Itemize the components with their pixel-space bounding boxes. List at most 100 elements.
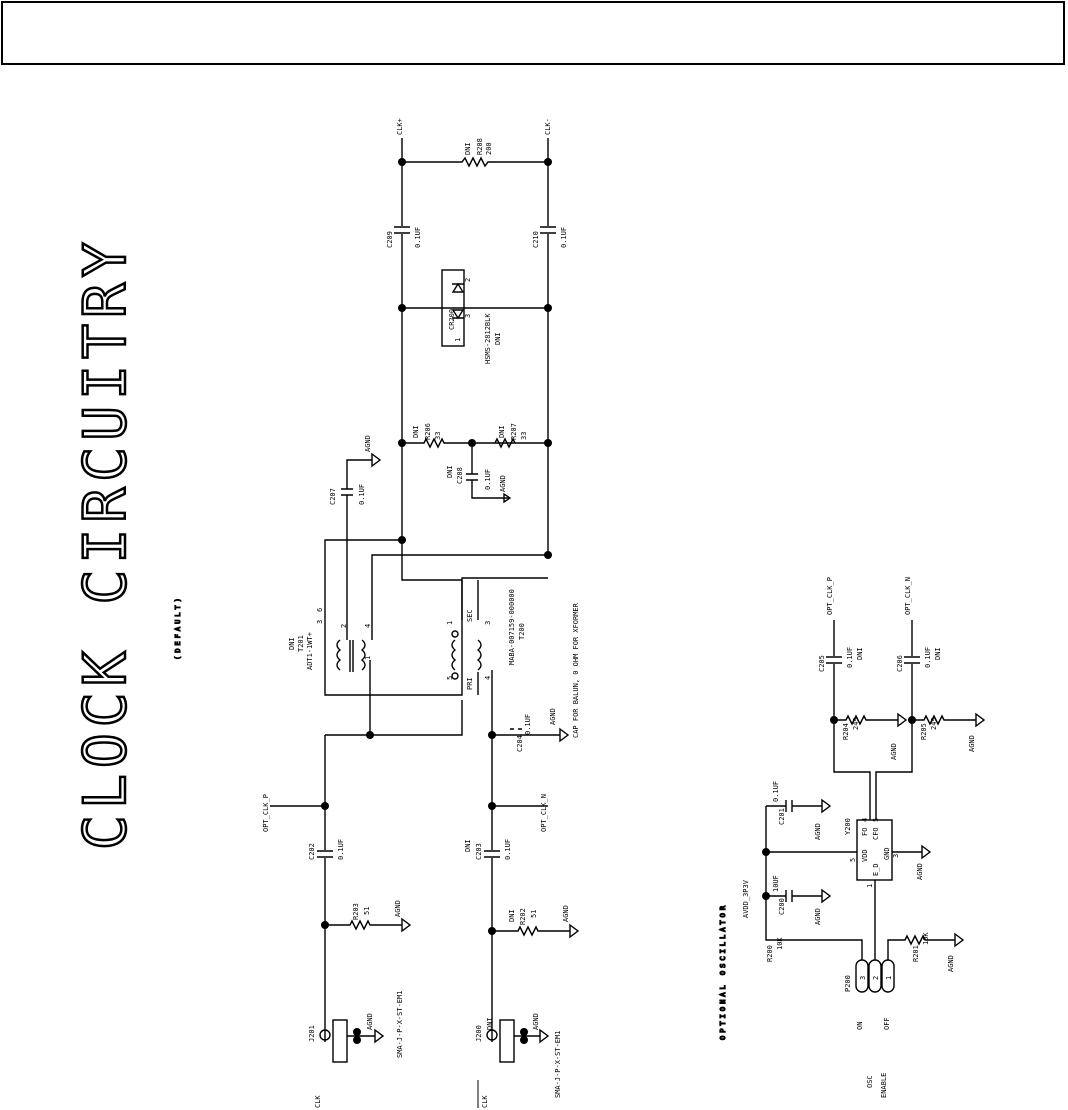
y200-pin-fo: FO — [861, 828, 869, 836]
t201-pin2: 2 — [340, 624, 348, 628]
c208-note: DNI — [446, 465, 454, 478]
junction — [544, 304, 552, 312]
connector-label-clk-bar: CLK — [481, 1095, 489, 1108]
junction — [366, 731, 374, 739]
capacitor-c209 — [394, 226, 410, 234]
j201-ref: J201 — [308, 1025, 316, 1042]
y200-pinnum-3: 3 — [892, 854, 900, 858]
t201-pin4: 4 — [364, 624, 372, 628]
cr200-ref: CR200 — [448, 309, 456, 330]
j200-note: DNI — [486, 1017, 494, 1030]
wire-pin4-link — [325, 700, 463, 736]
y200-pinnum-4: 4 — [861, 818, 869, 822]
agnd-symbol — [821, 798, 832, 814]
capacitor-c208 — [466, 443, 510, 499]
connector-label-clk: CLK — [314, 1095, 322, 1108]
j201-part: SMA-J-P-X-ST-EM1 — [396, 991, 404, 1058]
wire-t201-outer — [324, 539, 548, 696]
r203-value: 51 — [363, 907, 371, 915]
r206-ref: R206 — [424, 423, 432, 440]
junction — [544, 551, 552, 559]
c204-ref: C204 — [516, 735, 524, 752]
t200-pin4: 4 — [484, 676, 492, 680]
connector-j200 — [486, 1019, 550, 1063]
capacitor-c203 — [484, 850, 500, 858]
t200-ref: T200 — [518, 623, 526, 640]
t200-pin1: 1 — [446, 621, 454, 625]
t201-pin6: 6 — [316, 608, 324, 612]
junction — [544, 158, 552, 166]
t200-part: MABA-007159-000000 — [508, 589, 516, 665]
c208-value: 0.1UF — [484, 469, 492, 490]
wire-osc-p — [833, 620, 871, 820]
wire-t200 — [461, 580, 493, 695]
r208-value: 200 — [485, 142, 493, 155]
agnd-symbol — [897, 712, 908, 728]
r202-note: DNI — [508, 909, 516, 922]
agnd-label: AGND — [890, 743, 898, 760]
r204-ref: R204 — [842, 723, 850, 740]
junction — [398, 304, 406, 312]
t201-ref: T201 — [297, 635, 305, 652]
c202-value: 0.1UF — [337, 839, 345, 860]
y200-pin-cfo: CFO — [872, 827, 880, 840]
c206-value: 0.1UF — [924, 647, 932, 668]
r201-ref: R201 — [912, 945, 920, 962]
c200-ref: C200 — [778, 898, 786, 915]
r208-note: DNI — [464, 142, 472, 155]
r205-ref: R205 — [920, 723, 928, 740]
agnd-label: AGND — [532, 1013, 540, 1030]
junction — [830, 716, 838, 724]
junction — [398, 536, 406, 544]
agnd-label: AGND — [394, 900, 402, 917]
c202-ref: C202 — [308, 843, 316, 860]
y200-pinnum-5b: 5 — [872, 818, 880, 822]
c210-ref: C210 — [532, 231, 540, 248]
agnd-label: AGND — [968, 735, 976, 752]
j200-ref: J200 — [475, 1025, 483, 1042]
c203-note: DNI — [464, 839, 472, 852]
agnd-symbol — [821, 888, 832, 904]
net-avdd: AVDD_3P3V — [742, 879, 750, 918]
cr200-pin1: 1 — [454, 338, 462, 342]
junction — [762, 848, 770, 856]
agnd-label: AGND — [916, 863, 924, 880]
c210-value: 0.1UF — [560, 227, 568, 248]
resistor-r202 — [492, 925, 570, 937]
agnd-symbol — [954, 932, 965, 948]
cr200-part: HSMS-2812BLK — [484, 313, 492, 364]
r204-value: 249 — [852, 717, 860, 730]
t200-pin5: 5 — [446, 676, 454, 680]
resistor-r201 — [887, 934, 955, 960]
agnd-label: AGND — [499, 475, 507, 492]
agnd-label: AGND — [562, 905, 570, 922]
c200-value: 10UF — [772, 875, 780, 892]
r200-value: 10K — [776, 937, 784, 950]
wire-avdd-rail — [765, 806, 863, 960]
resistor-r203 — [325, 919, 402, 931]
cr200-note: DNI — [494, 332, 502, 345]
agnd-symbol — [569, 923, 580, 939]
label-enable: ENABLE — [880, 1073, 888, 1098]
heading-default: (DEFAULT) — [174, 595, 182, 660]
label-on: ON — [856, 1022, 864, 1030]
y200-pinnum-5: 5 — [849, 858, 857, 862]
t201-note: DNI — [288, 637, 296, 650]
c209-value: 0.1UF — [414, 227, 422, 248]
y200-ref: Y200 — [844, 818, 852, 835]
net-opt-clk-p-osc: OPT_CLK_P — [826, 577, 834, 615]
c203-value: 0.1UF — [504, 839, 512, 860]
r207-ref: R207 — [510, 423, 518, 440]
transformer-t200 — [451, 630, 482, 680]
junction — [488, 927, 496, 935]
connector-j201 — [319, 1019, 385, 1063]
p200-pin3: 3 — [859, 976, 867, 980]
resistor-r208 — [402, 156, 548, 168]
wire-r206-r207 — [402, 437, 548, 449]
net-opt-clk-n: OPT_CLK_N — [540, 794, 548, 832]
r207-note: DNI — [498, 425, 506, 438]
net-opt-clk-n-osc: OPT_CLK_N — [904, 577, 912, 615]
net-opt-clk-p: OPT_CLK_P — [262, 794, 270, 832]
cr200-pin2: 2 — [464, 278, 472, 282]
